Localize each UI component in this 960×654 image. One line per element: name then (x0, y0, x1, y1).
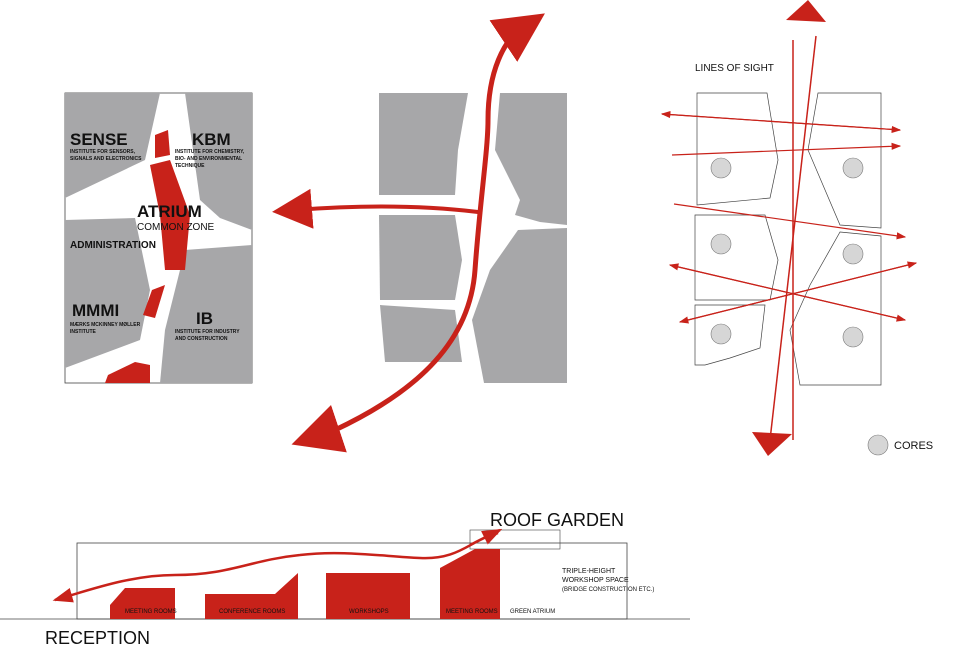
cores-legend-icon (867, 434, 889, 456)
block-top-left (379, 93, 468, 195)
green-atrium-label: GREEN ATRIUM (510, 609, 555, 615)
room-label-conference: CONFERENCE ROOMS (219, 609, 285, 615)
kbm-block (185, 93, 252, 230)
circulation-path-start (291, 404, 347, 453)
block-bottom-right (472, 228, 567, 383)
room-conference (205, 573, 298, 619)
circulation-diagram (272, 13, 567, 453)
room-meeting-1 (110, 588, 175, 619)
sight-line-5b (678, 262, 917, 324)
section-path-head (469, 528, 503, 547)
kbm-title: KBM (192, 130, 231, 149)
circulation-path-main (333, 13, 545, 433)
sight-line-1b (661, 113, 902, 134)
room-label-meeting-1: MEETING ROOMS (125, 609, 177, 615)
roof-garden-label: ROOF GARDEN (490, 510, 624, 530)
sight-arrow-top (786, 0, 826, 22)
sense-sub-2: SIGNALS AND ELECTRONICS (70, 156, 142, 162)
atrium-zone-mid (143, 285, 165, 318)
sight-line-2 (671, 142, 902, 156)
block-bottom-left-lower (380, 305, 462, 362)
block-bottom-left (379, 215, 462, 300)
kbm-sub-1: INSTITUTE FOR CHEMISTRY, (175, 149, 245, 155)
cores-legend-label: CORES (894, 440, 933, 452)
reception-label: RECEPTION (45, 628, 150, 648)
mmmi-sub-2: INSTITUTE (70, 329, 96, 335)
core-2 (842, 157, 864, 179)
core-3 (710, 233, 732, 255)
workshop-note-3: (BRIDGE CONSTRUCTION ETC.) (562, 587, 654, 593)
workshop-note-2: WORKSHOP SPACE (562, 577, 629, 584)
mmmi-sub-1: MÆRKS MCKINNEY MØLLER (70, 322, 141, 328)
room-label-workshops: WORKSHOPS (349, 609, 389, 615)
kbm-sub-2: BIO- AND ENVIRONMENTAL (175, 156, 242, 162)
sight-arrow-bottom (752, 432, 792, 456)
mmmi-title: MMMI (72, 301, 119, 320)
lines-of-sight-diagram: LINES OF SIGHT CORES (660, 0, 933, 456)
workshop-note-1: TRIPLE-HEIGHT (562, 568, 616, 575)
sense-title: SENSE (70, 130, 128, 149)
sight-line-vertical-2 (769, 35, 817, 441)
kbm-sub-3: TECHNIQUE (175, 163, 205, 169)
sense-sub-1: INSTITUTE FOR SENSORS, (70, 149, 136, 155)
circulation-path-branch (272, 188, 479, 229)
atrium-zone-bottom (105, 362, 150, 383)
ib-sub-2: AND CONSTRUCTION (175, 336, 228, 342)
room-label-meeting-2: MEETING ROOMS (446, 609, 498, 615)
atrium-title: ATRIUM (137, 202, 202, 221)
core-4 (842, 243, 864, 265)
core-5 (710, 323, 732, 345)
sight-block-2 (807, 92, 882, 229)
atrium-zone-top (155, 130, 170, 158)
core-1 (710, 157, 732, 179)
building-section: ROOF GARDEN RECEPTION MEETING ROOMS CONF… (0, 510, 690, 648)
lines-of-sight-title: LINES OF SIGHT (695, 63, 774, 74)
sight-block-4 (789, 231, 882, 386)
room-workshops (326, 573, 410, 619)
sight-block-1 (696, 92, 779, 206)
ib-title: IB (196, 309, 213, 328)
zoning-plan: SENSE INSTITUTE FOR SENSORS, SIGNALS AND… (64, 92, 253, 384)
section-path (52, 531, 499, 603)
ib-sub-1: INSTITUTE FOR INDUSTRY (175, 329, 240, 335)
administration-label: ADMINISTRATION (70, 240, 156, 251)
ib-block (160, 245, 252, 383)
sight-line-3 (673, 203, 907, 240)
sense-block (65, 93, 160, 198)
room-meeting-2 (440, 549, 500, 619)
admin-block (65, 218, 150, 368)
roof-garden-box (469, 529, 561, 550)
atrium-zone (150, 160, 190, 270)
block-top-right (495, 93, 567, 225)
atrium-sub: COMMON ZONE (137, 222, 215, 233)
core-6 (842, 326, 864, 348)
sight-block-5 (694, 304, 766, 366)
